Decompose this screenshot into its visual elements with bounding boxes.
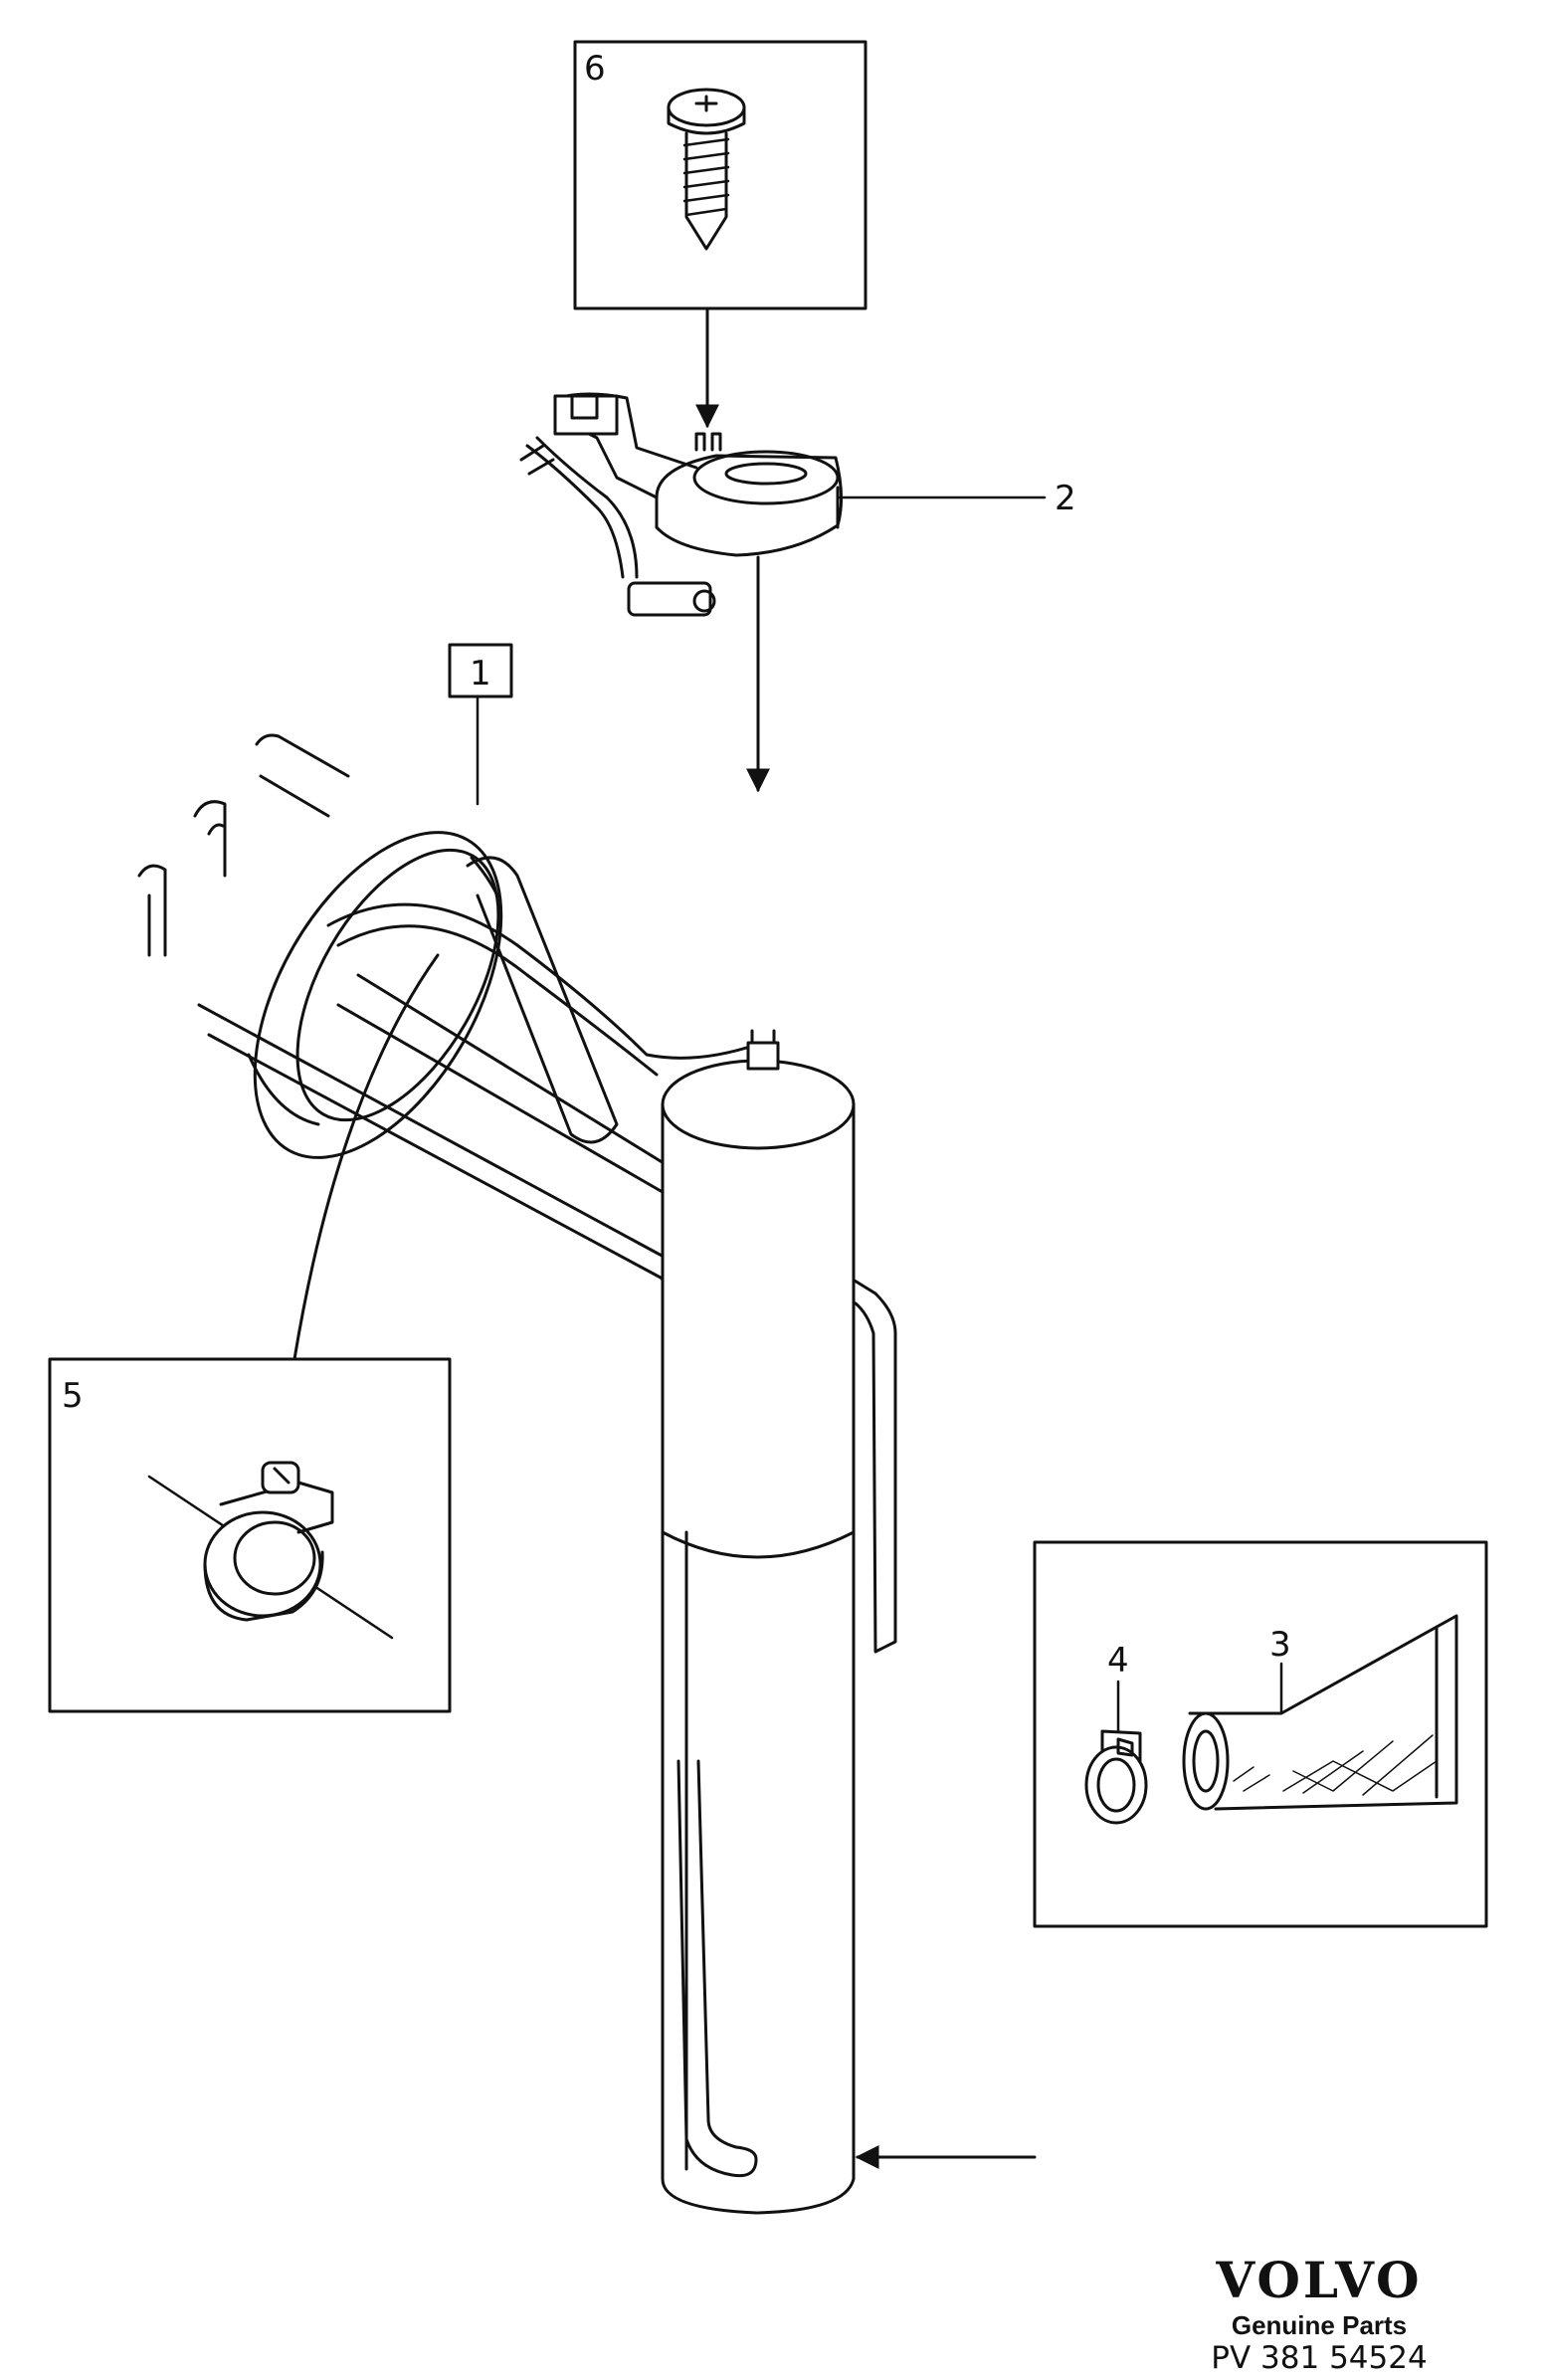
callout-number-3: 3 [1269, 1625, 1291, 1665]
callout-number-6: 6 [584, 49, 606, 89]
inset-5-frame [48, 1357, 452, 1713]
diagram-code: PV 381 54524 [1211, 2340, 1428, 2376]
callout-number-5: 5 [62, 1376, 84, 1416]
fuel-level-sender [519, 392, 1047, 617]
inset-6-frame [573, 40, 868, 310]
callout-number-1: 1 [470, 654, 491, 694]
inset-5-hose-clamp [48, 1357, 452, 1713]
inset-strainer-frame [1033, 1540, 1488, 1928]
screw-icon [667, 88, 746, 251]
strainer-clamp-icon [1084, 1680, 1148, 1825]
brand-subtitle: Genuine Parts [1231, 2310, 1408, 2340]
callout-number-4: 4 [1107, 1641, 1129, 1681]
inset-6-screw [573, 40, 868, 310]
callout-number-2: 2 [1055, 479, 1076, 518]
fuel-strainer-icon [1182, 1614, 1458, 1811]
volvo-logo: VOLVO [1216, 2251, 1423, 2309]
fuel-pump-assembly [137, 643, 1037, 2215]
inset-strainer [1033, 1540, 1488, 1928]
callout-box-1 [448, 643, 513, 698]
hose-clamp-icon [147, 1461, 394, 1640]
